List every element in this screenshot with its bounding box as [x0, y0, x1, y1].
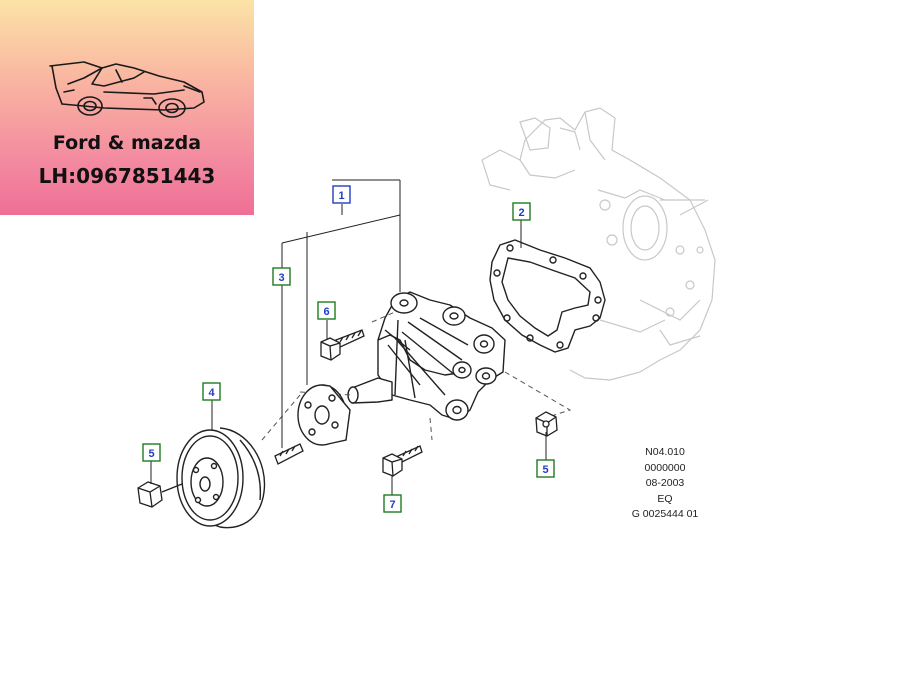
callout-1: 1	[332, 185, 351, 204]
reference-illustration-id: G 0025444 01	[631, 508, 699, 520]
callout-3-number: 3	[278, 272, 284, 284]
callout-5a: 5	[142, 443, 161, 462]
callout-5a-number: 5	[148, 448, 154, 460]
nut-5-right-part	[535, 411, 558, 437]
callout-1-number: 1	[338, 190, 344, 202]
water-pump-part	[347, 291, 506, 421]
studs-part	[274, 443, 304, 465]
reference-market: EQ	[657, 492, 673, 505]
reference-block: N04.010 0000000 08-2003 EQ G 0025444 01	[610, 445, 720, 523]
bolt-7-part	[382, 445, 423, 477]
bolt-5-left-part	[137, 481, 183, 508]
callout-4: 4	[202, 382, 221, 401]
reference-date: 08-2003	[645, 477, 685, 489]
callout-7: 7	[383, 494, 402, 513]
callout-3: 3	[272, 267, 291, 286]
brand-phone: LH:0967851443	[38, 164, 216, 188]
brand-badge: Ford & mazda LH:0967851443	[0, 0, 254, 215]
callout-4-number: 4	[208, 387, 215, 399]
gasket-part	[489, 239, 606, 353]
bolt-6-part	[320, 329, 365, 361]
reference-code: N04.010	[645, 446, 685, 458]
engine-block-outline	[481, 107, 716, 381]
sports-car-icon	[49, 61, 205, 118]
callout-6: 6	[317, 301, 336, 320]
callout-5b: 5	[536, 459, 555, 478]
callout-2: 2	[512, 202, 531, 221]
pulley-hub-plate-part	[297, 384, 351, 446]
callout-6-number: 6	[323, 306, 329, 318]
leader-lines	[150, 179, 547, 495]
brand-name: Ford & mazda	[52, 132, 202, 154]
callout-5b-number: 5	[542, 464, 548, 476]
callout-2-number: 2	[518, 207, 524, 219]
reference-number: 0000000	[644, 461, 686, 474]
callout-7-number: 7	[389, 499, 395, 511]
pulley-part	[176, 427, 266, 529]
